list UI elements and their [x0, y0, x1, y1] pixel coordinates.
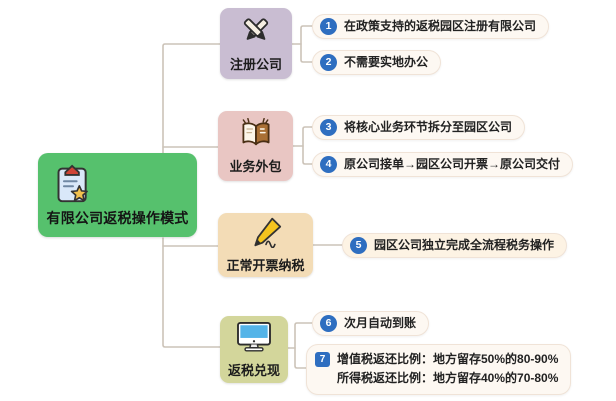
step-text-line-2: 所得税返还比例：地方留存40%的70-80% — [337, 371, 559, 385]
step-number-badge: 2 — [320, 54, 337, 71]
branch-node-tax-refund-realization[interactable]: 返税兑现 — [220, 316, 288, 383]
step-item-1[interactable]: 1 在政策支持的返税园区注册有限公司 — [312, 14, 550, 39]
branch-label: 返税兑现 — [227, 362, 280, 378]
step-number-badge: 7 — [315, 352, 330, 367]
step-text: 原公司接单→园区公司开票→原公司交付 — [344, 157, 561, 171]
step-text: 不需要实地办公 — [344, 55, 429, 69]
crossed-pencils-icon — [239, 14, 273, 52]
clipboard-star-icon — [54, 161, 92, 207]
root-label: 有限公司返税操作模式 — [46, 210, 189, 226]
root-node[interactable]: 有限公司返税操作模式 — [38, 153, 197, 237]
step-text-line-1: 增值税返还比例：地方留存50%的80-90% — [337, 352, 559, 366]
step-number-badge: 4 — [320, 156, 337, 173]
step-text-lines: 增值税返还比例：地方留存50%的80-90% 所得税返还比例：地方留存40%的7… — [337, 350, 558, 388]
step-text: 在政策支持的返税园区注册有限公司 — [344, 19, 537, 33]
branch-label: 注册公司 — [229, 57, 282, 72]
step-item-3[interactable]: 3 将核心业务环节拆分至园区公司 — [312, 115, 526, 140]
computer-monitor-icon — [235, 321, 273, 358]
step-number-badge: 1 — [320, 18, 337, 35]
open-book-icon — [238, 117, 274, 154]
step-text: 园区公司独立完成全流程税务操作 — [374, 238, 555, 252]
step-item-4[interactable]: 4 原公司接单→园区公司开票→原公司交付 — [312, 152, 574, 177]
step-item-7[interactable]: 7 增值税返还比例：地方留存50%的80-90% 所得税返还比例：地方留存40%… — [306, 344, 572, 395]
branch-node-business-outsourcing[interactable]: 业务外包 — [218, 111, 293, 181]
branch-label: 业务外包 — [229, 158, 282, 174]
step-text: 将核心业务环节拆分至园区公司 — [344, 120, 513, 134]
pencil-writing-icon — [248, 216, 284, 253]
branch-label: 正常开票纳税 — [226, 258, 305, 273]
step-item-6[interactable]: 6 次月自动到账 — [312, 311, 430, 336]
step-number-badge: 3 — [320, 119, 337, 136]
step-number-badge: 6 — [320, 315, 337, 332]
step-number-badge: 5 — [350, 237, 367, 254]
branch-node-register-company[interactable]: 注册公司 — [220, 8, 292, 79]
branch-node-normal-invoicing-tax[interactable]: 正常开票纳税 — [218, 213, 313, 277]
step-item-5[interactable]: 5 园区公司独立完成全流程税务操作 — [342, 233, 568, 258]
step-text: 次月自动到账 — [344, 316, 417, 330]
step-item-2[interactable]: 2 不需要实地办公 — [312, 50, 442, 75]
